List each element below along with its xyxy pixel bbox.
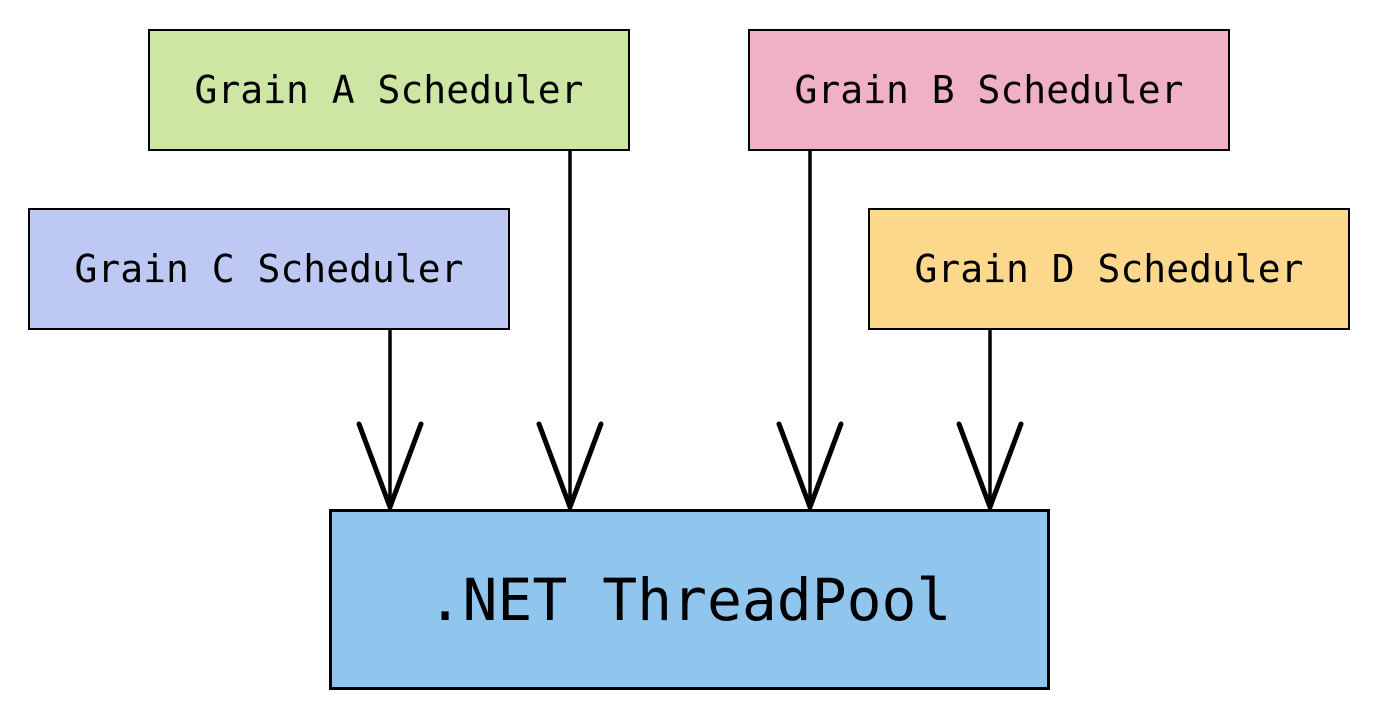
arrow-grain-d-to-threadpool (956, 329, 1024, 515)
node-dotnet-threadpool-label: .NET ThreadPool (427, 565, 952, 634)
arrow-grain-c-to-threadpool (356, 329, 424, 515)
arrow-grain-b-to-threadpool (776, 149, 844, 515)
node-grain-d-scheduler-label: Grain D Scheduler (914, 247, 1304, 291)
node-grain-a-scheduler: Grain A Scheduler (148, 29, 630, 151)
node-grain-a-scheduler-label: Grain A Scheduler (194, 68, 584, 112)
node-grain-d-scheduler: Grain D Scheduler (868, 208, 1350, 330)
node-grain-c-scheduler-label: Grain C Scheduler (74, 247, 464, 291)
arrow-grain-a-to-threadpool (536, 149, 604, 515)
node-grain-b-scheduler: Grain B Scheduler (748, 29, 1230, 151)
node-dotnet-threadpool: .NET ThreadPool (329, 509, 1050, 690)
node-grain-c-scheduler: Grain C Scheduler (28, 208, 510, 330)
node-grain-b-scheduler-label: Grain B Scheduler (794, 68, 1184, 112)
